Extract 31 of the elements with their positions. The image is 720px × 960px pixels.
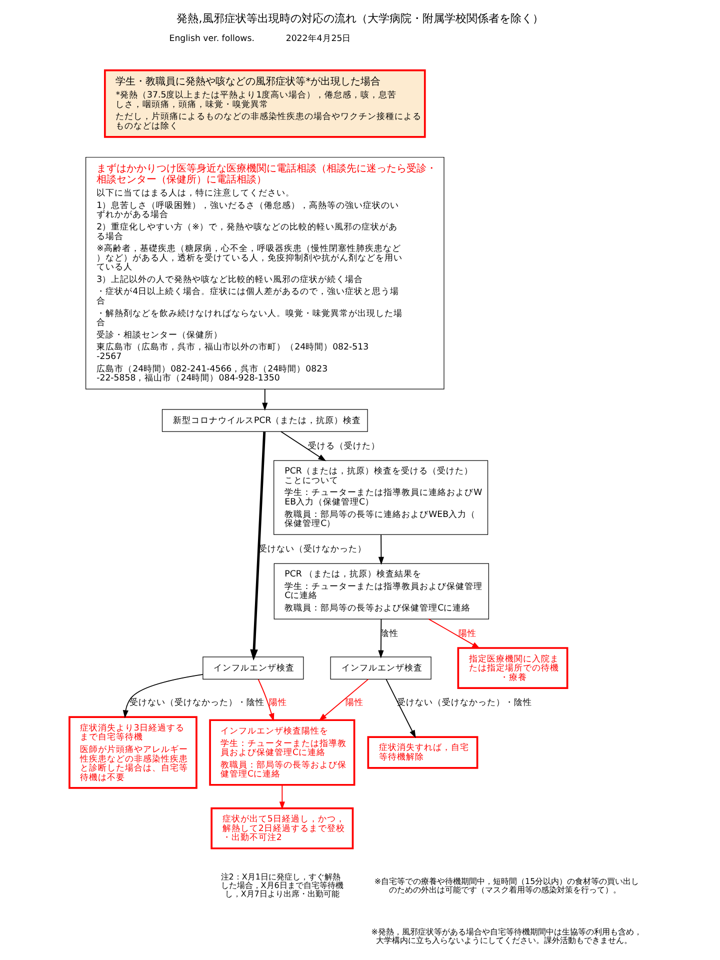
node-box: 症状消失すれば，自宅等待機解除 <box>367 736 478 769</box>
edge-label: 陽性 <box>346 698 364 708</box>
node-box: PCR （または，抗原）検査結果を 学生：チューターまたは指導教員および保健管理Cに連絡 教職員：部局等の長等および保健管理Cに連絡 <box>274 563 489 620</box>
arrow <box>250 432 266 661</box>
label: English ver. follows. <box>169 34 254 44</box>
label: 2022年4月25日 <box>286 34 352 44</box>
arrow <box>258 678 274 722</box>
arrow <box>318 678 369 721</box>
diagram-title: 発熱,風邪症状等出現時の対応の流れ（大学病院・附属学校関係者を除く） <box>176 12 544 25</box>
node-box: 症状が出て5日経過し，かつ，解熱して2日経過するまで登校・出勤不可注2 <box>210 807 354 850</box>
arrow <box>280 431 326 462</box>
arrow <box>262 388 268 411</box>
node-box: インフルエンザ検査 <box>202 656 304 680</box>
node-box: まずはかかりつけ医等身近な医療機関に電話相談（相談先に迷ったら受診・相談センター（保健所）に電話相談） 以下に当てはまる人は，特に注意してください。 1）息苦しさ（呼吸困難），強いだるさ（倦怠感），高熱等の強い症状のいずれかがある場合 2）重症化しやすい方（※）で，発熱や咳などの比較的軽い風邪の症状がある場合 ※高齢者，基礎疾患（糖尿病，心不全，呼吸器疾患（慢性閉塞性肺疾患など）など）がある人，透析を受けている人，免疫抑制剤や抗がん剤などを用いている人 3）上記以外の人で発熱や咳など比較的軽い風邪の症状が続く場合 ・症状が4日以上続く場合。症状には個人差があるので，強い症状と思う場合 ・解熱剤などを飲み続けなければならない人。嗅覚・味覚異常が出現した場合 受診・相談センター（保健所） 東広島市（広島市，呉市，福山市以外の市町）（24時間）082-513-2567 広島市（24時間）082-241-4566，呉市（24時間）0823-22-5858，福山市（24時間）084-928-1350 <box>86 156 444 390</box>
edge-label: 受けない（受けなかった）・陰性 <box>397 698 532 708</box>
arrow <box>122 674 204 718</box>
edge-label: 受ける（受けた） <box>308 441 380 452</box>
arrow <box>378 534 384 565</box>
node-box: インフルエンザ検査 <box>330 656 432 680</box>
arrow <box>279 784 285 810</box>
node-box: PCR（または，抗原）検査を受ける（受けた）ことについて 学生：チューターまたは指導教員に連絡およびWEB入力（保健管理C） 教職員：部局等の長等に連絡およびWEB入力（保健管理C） <box>274 460 488 535</box>
node-box: 学生・教職員に発熱や咳などの風邪症状等*が出現した場合 *発熱（37.5度以上または平熱より1度高い場合），倦怠感，咳，息苦しさ，咽頭痛，頭痛，味覚・嗅覚異常 ただし，片頭痛によるものなどの非感染性疾患の場合やワクチン接種によるものなどは除く <box>104 69 426 138</box>
edge-label: 受けない（受けなかった）・陰性 <box>130 698 265 708</box>
arrow <box>428 618 480 649</box>
edge-label: 陽性 <box>269 698 288 708</box>
arrow <box>386 678 416 738</box>
node-box: インフルエンザ検査陽性を 学生：チューターまたは指導教員および保健管理Cに連絡 教職員：部局等の長等および保健管理Cに連絡 <box>209 719 356 786</box>
node-box: 新型コロナウイルスPCR（または，抗原）検査 <box>162 409 368 432</box>
node-box: 症状消失より3日経過するまで自宅等待機 医師が片頭痛やアレルギー性疾患などの非感染性疾患と診断した場合は、自宅等待機は不要 <box>68 716 198 789</box>
node-box: 指定医療機関に入院または指定場所での待機・療養 <box>457 647 568 689</box>
edge-label: 陽性 <box>458 628 476 639</box>
